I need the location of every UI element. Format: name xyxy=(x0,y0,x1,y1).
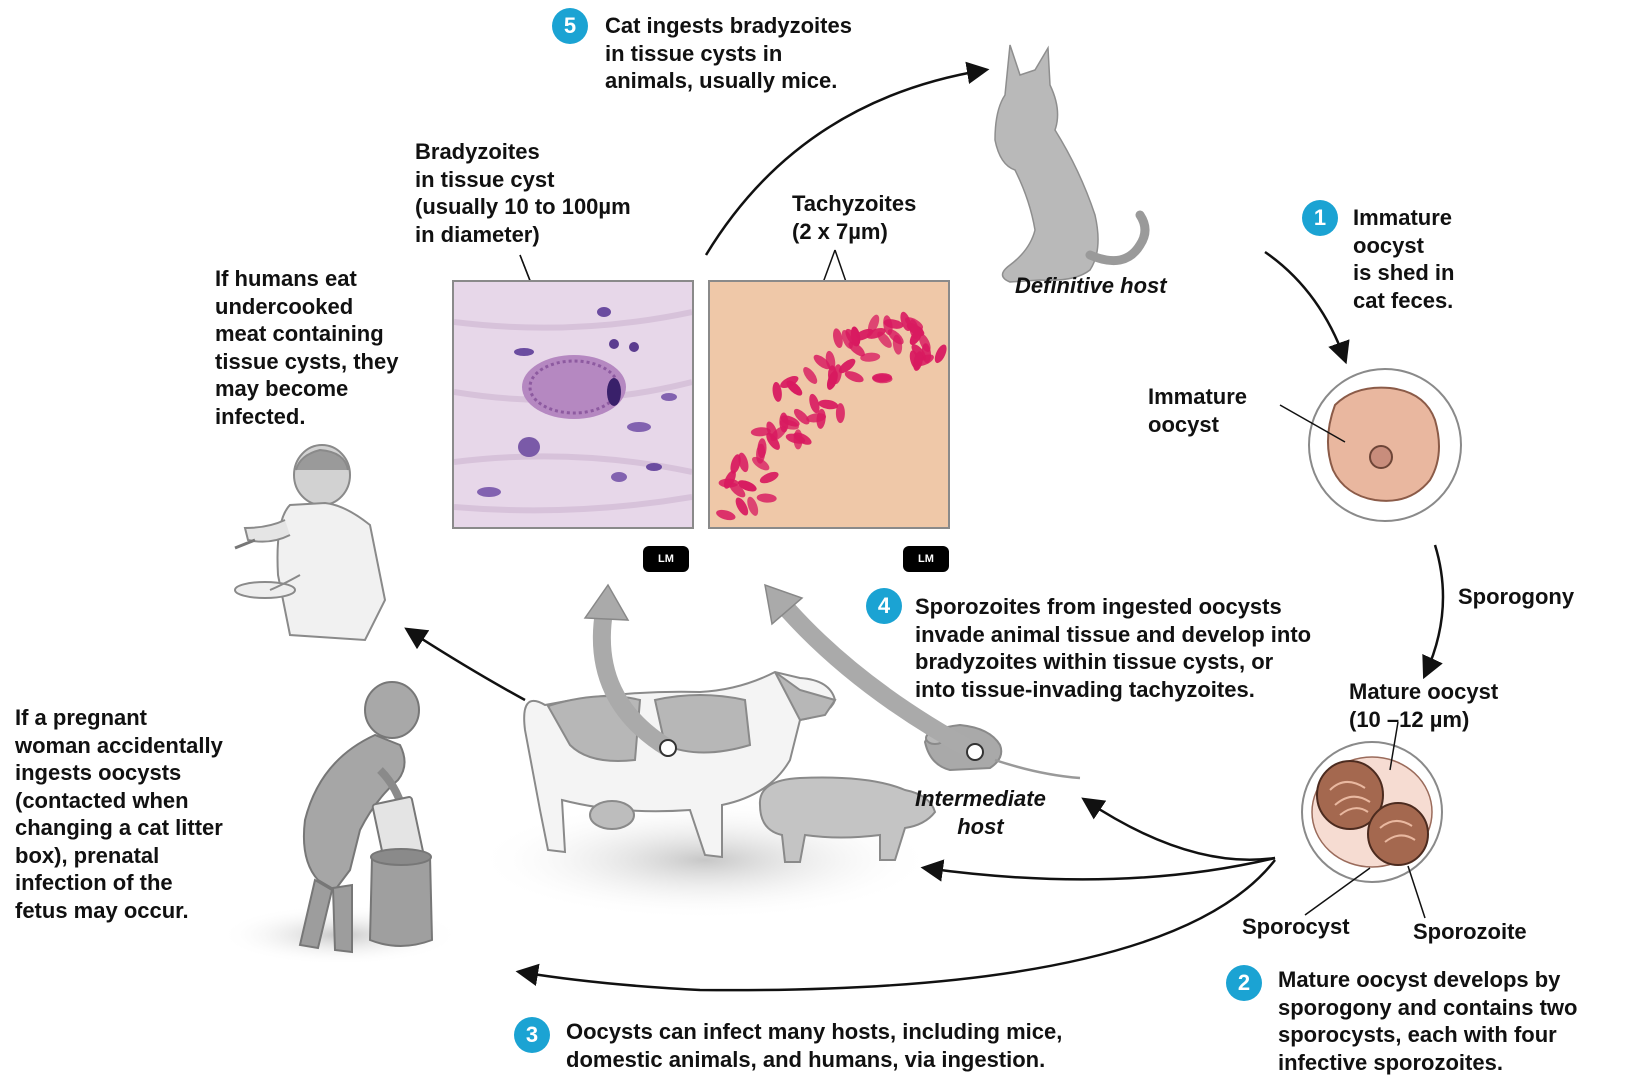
lm-badge-right: LM xyxy=(903,546,949,572)
intermediate-host-label: Intermediate host xyxy=(915,785,1046,840)
eating-man-icon xyxy=(235,445,385,640)
step-2-badge: 2 xyxy=(1226,965,1262,1001)
step-1-badge: 1 xyxy=(1302,200,1338,236)
mature-oocyst-icon xyxy=(1302,742,1442,882)
sporozoite-leader xyxy=(1408,866,1425,918)
sporocyst-leader xyxy=(1305,868,1370,915)
step-5-badge: 5 xyxy=(552,8,588,44)
cow-tissue-marker xyxy=(660,740,676,756)
arrow-to-mouse xyxy=(1085,800,1275,860)
step-4-text: Sporozoites from ingested oocysts invade… xyxy=(915,593,1311,703)
arrow-to-pig xyxy=(925,858,1275,879)
definitive-host-label: Definitive host xyxy=(1015,272,1167,300)
humans-eat-label: If humans eat undercooked meat containin… xyxy=(215,265,398,430)
step-1-text: Immature oocyst is shed in cat feces. xyxy=(1353,204,1454,314)
mature-oocyst-label: Mature oocyst (10 –12 µm) xyxy=(1349,678,1498,733)
step-2-text: Mature oocyst develops by sporogony and … xyxy=(1278,966,1577,1076)
step-5-text: Cat ingests bradyzoites in tissue cysts … xyxy=(605,12,852,95)
step-4-badge: 4 xyxy=(866,588,902,624)
arrow-shed-to-oocyst xyxy=(1265,252,1345,360)
arrow-sporogony xyxy=(1425,545,1443,675)
tachyzoites-label: Tachyzoites (2 x 7µm) xyxy=(792,190,916,245)
tachyzoite-micrograph xyxy=(708,280,950,529)
immature-oocyst-icon xyxy=(1309,369,1461,521)
sporozoite-label: Sporozoite xyxy=(1413,918,1527,946)
immature-oocyst-label: Immature oocyst xyxy=(1148,383,1247,438)
step-3-badge: 3 xyxy=(514,1017,550,1053)
sporocyst-label: Sporocyst xyxy=(1242,913,1350,941)
sporogony-label: Sporogony xyxy=(1458,583,1574,611)
bradyzoites-label: Bradyzoites in tissue cyst (usually 10 t… xyxy=(415,138,631,248)
pregnant-woman-label: If a pregnant woman accidentally ingests… xyxy=(15,704,223,924)
lm-badge-left: LM xyxy=(643,546,689,572)
mouse-tissue-marker xyxy=(967,744,983,760)
cat-icon xyxy=(995,45,1145,282)
cow-to-tissue-arrow-head xyxy=(585,585,628,620)
arrow-to-man xyxy=(408,630,525,700)
bradyzoite-micrograph xyxy=(452,280,694,529)
step-3-text: Oocysts can infect many hosts, including… xyxy=(566,1018,1062,1073)
